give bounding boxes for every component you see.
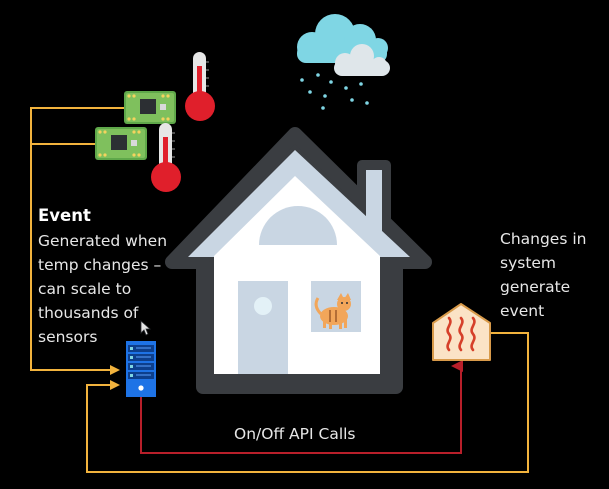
changes-line: system — [500, 254, 557, 272]
changes-line: Changes in — [500, 230, 587, 248]
changes-line: generate — [500, 278, 571, 296]
sensor-board-icon — [95, 127, 147, 160]
mouse-cursor-icon — [140, 320, 152, 336]
event-description: Generated when temp changes – can scale … — [38, 229, 188, 349]
api-calls-label: On/Off API Calls — [234, 425, 356, 443]
thermometer-icon — [151, 123, 181, 192]
house-icon — [165, 127, 432, 394]
event-line: thousands of — [38, 304, 139, 322]
heater-icon — [432, 303, 491, 361]
event-line: temp changes – — [38, 256, 162, 274]
changes-description: Changes in system generate event — [500, 227, 600, 323]
rain-cloud-icon — [297, 14, 390, 110]
heater-to-server-connector — [86, 332, 529, 473]
event-line: Generated when — [38, 232, 168, 250]
event-title: Event — [38, 206, 91, 225]
changes-line: event — [500, 302, 545, 320]
cat-icon — [314, 293, 351, 329]
sensor-board-icon — [124, 91, 176, 124]
server-to-heater-connector — [140, 360, 463, 454]
event-line: can scale to — [38, 280, 132, 298]
sensor-to-server-connector — [30, 107, 124, 375]
house-door — [238, 281, 288, 374]
event-line: sensors — [38, 328, 98, 346]
thermometer-icon — [185, 52, 215, 121]
attic-window — [259, 206, 337, 245]
server-icon — [126, 341, 156, 397]
